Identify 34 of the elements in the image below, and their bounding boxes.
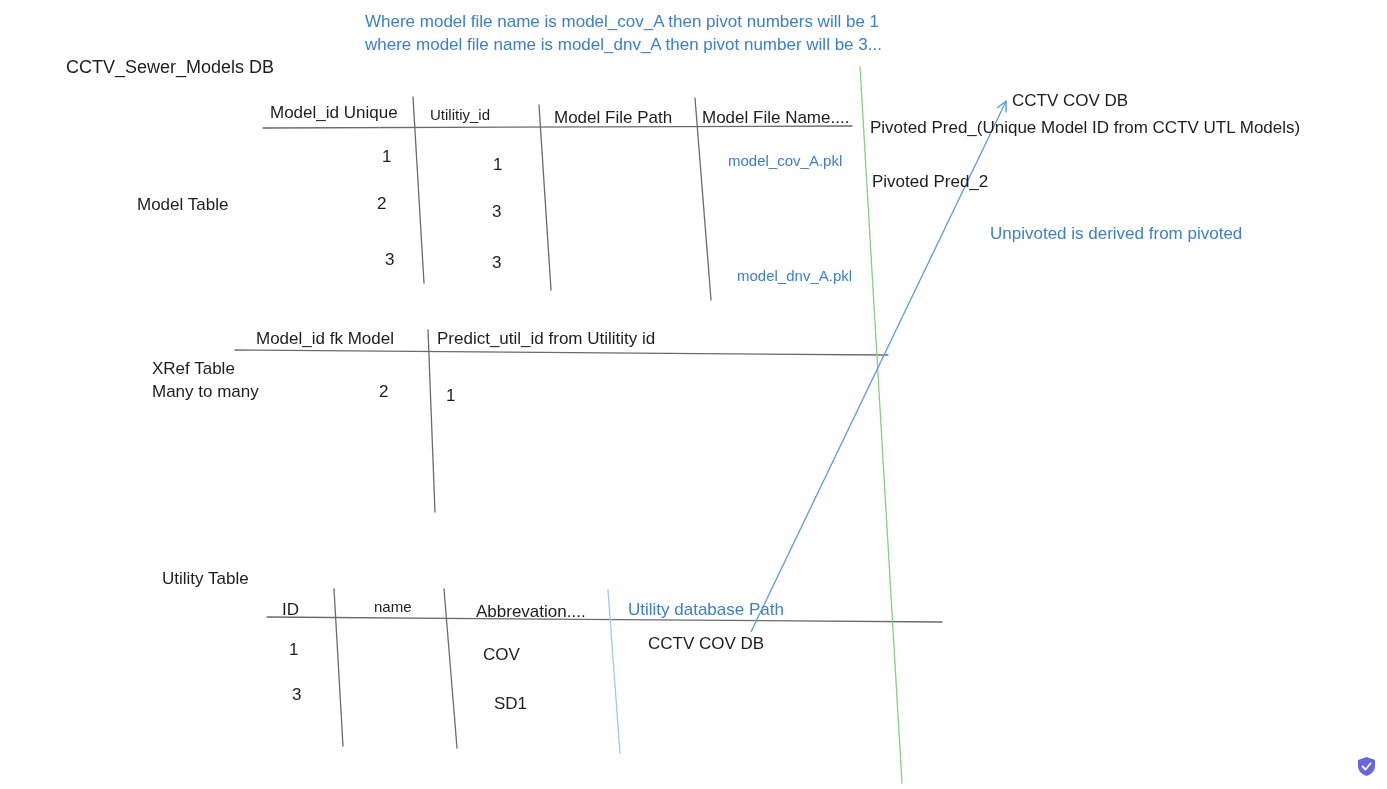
note-text: where model file name is model_dnv_A then pivot number will be 3... <box>365 35 882 56</box>
database-name: CCTV COV DB <box>1012 91 1129 112</box>
column-header: Predict_util_id from Utilitity id <box>437 329 656 350</box>
table-name: XRef Table <box>152 359 235 380</box>
database-name: CCTV COV DB <box>648 634 765 655</box>
table-name: Utility Table <box>162 569 249 590</box>
cell-value: 3 <box>492 202 502 223</box>
table-note: Many to many <box>152 382 259 403</box>
cell-value: 3 <box>385 250 395 271</box>
column-header: Abbrevation.... <box>476 602 586 623</box>
column-header: Model File Name.... <box>702 108 850 129</box>
cell-value: 1 <box>493 155 503 176</box>
cell-value: COV <box>483 645 520 666</box>
arrow <box>750 100 1007 633</box>
column-header: name <box>374 598 412 616</box>
file-name: model_dnv_A.pkl <box>737 267 853 285</box>
cell-value: 1 <box>382 147 392 168</box>
table-name: Model Table <box>137 195 229 216</box>
file-name: model_cov_A.pkl <box>728 152 843 170</box>
cell-value: 3 <box>492 253 502 274</box>
column-header: ID <box>282 600 299 621</box>
cell-value: 1 <box>289 640 299 661</box>
diagram-title: CCTV_Sewer_Models DB <box>66 57 275 79</box>
cell-value: 3 <box>292 685 302 706</box>
cell-value: SD1 <box>494 694 528 715</box>
cell-value: 1 <box>446 386 456 407</box>
column-header: Model_id fk Model <box>256 329 394 350</box>
column-header: Model_id Unique <box>270 103 398 124</box>
note-text: Unpivoted is derived from pivoted <box>990 224 1243 245</box>
column-header: Model File Path <box>554 108 673 129</box>
cell-value: 2 <box>379 382 389 403</box>
column-header: Utilitiy_id <box>430 106 490 124</box>
cell-value: 2 <box>377 194 387 215</box>
note-text: Where model file name is model_cov_A then pivot numbers will be 1 <box>365 12 880 33</box>
